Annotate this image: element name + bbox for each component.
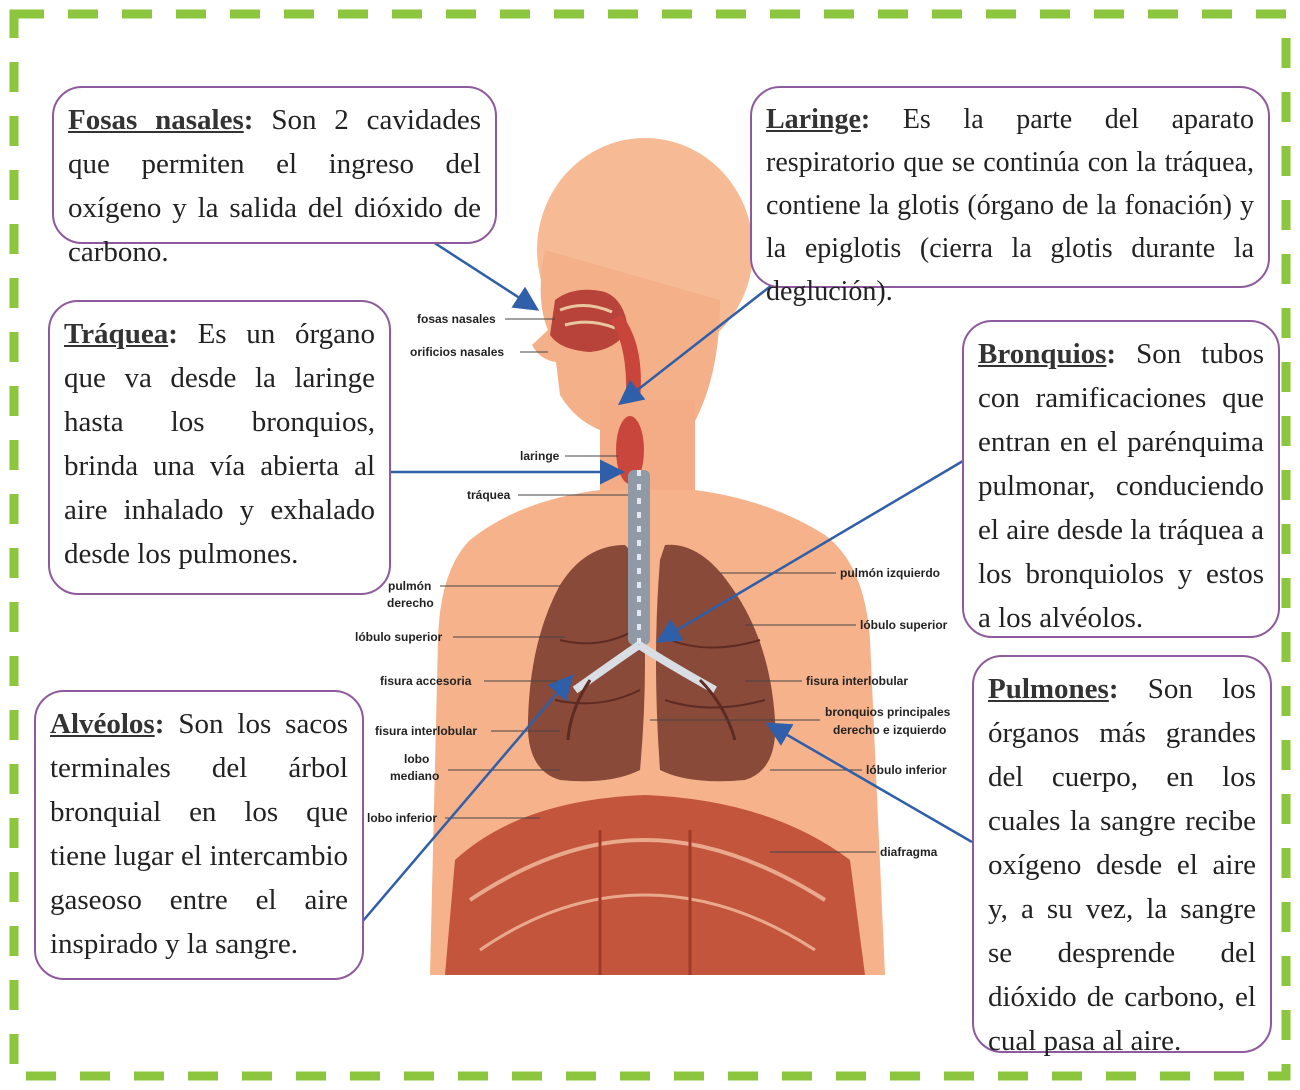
fosas-nasales-box: Fosas nasales: Son 2 cavidades que permi… (52, 86, 497, 268)
alveolos-box: Alvéolos: Son los sacos terminales del á… (34, 690, 364, 980)
pulmones-text: Son los órganos más grandes del cuerpo, … (988, 673, 1256, 1057)
pointer-arrows (361, 238, 973, 923)
bronquios-term: Bronquios (978, 338, 1107, 370)
label-fisura-accesoria: fisura accesoria (380, 674, 472, 688)
label-lobulo-inferior: lóbulo inferior (866, 763, 947, 777)
label-fisura-interlobular-left: fisura interlobular (375, 724, 477, 738)
arrow-laringe (618, 284, 773, 406)
label-lobo-inferior: lobo inferior (367, 811, 437, 825)
label-lobulo-superior-right: lóbulo superior (860, 618, 948, 632)
arrow-bronquios (655, 456, 969, 643)
label-fisura-interlobular-right: fisura interlobular (806, 674, 908, 688)
lungs (527, 544, 776, 782)
label-pulmon-izquierdo: pulmón izquierdo (840, 566, 940, 580)
label-lobulo-superior-left: lóbulo superior (355, 630, 443, 644)
diaphragm-muscles (445, 795, 865, 975)
arrow-pulmones (765, 722, 973, 844)
traquea-box: Tráquea: Es un órgano que va desde la la… (48, 300, 391, 595)
traquea-text: Es un órgano que va desde la laringe has… (64, 318, 375, 570)
laringe-text: Es la parte del aparato respiratorio que… (766, 104, 1255, 307)
label-traquea: tráquea (467, 488, 511, 502)
bronquios-text: Son tubos con ramificaciones que entran … (978, 338, 1264, 634)
label-lobo-mediano: lobo (404, 752, 429, 766)
laringe-term: Laringe (766, 104, 861, 135)
alveolos-term: Alvéolos (50, 708, 155, 740)
label-pulmon-derecho-2: derecho (387, 596, 434, 610)
laringe-box: Laringe: Es la parte del aparato respira… (750, 86, 1270, 307)
label-lobo-mediano-2: mediano (390, 769, 439, 783)
bronquios-box: Bronquios: Son tubos con ramificaciones … (962, 320, 1280, 638)
alveolos-text: Son los sacos terminales del árbol bronq… (50, 708, 348, 960)
trachea-bronchi (566, 470, 737, 741)
label-laringe: laringe (520, 449, 560, 463)
fosas-nasales-term: Fosas nasales (68, 104, 244, 136)
label-orificios-nasales: orificios nasales (410, 345, 504, 359)
traquea-term: Tráquea (64, 318, 169, 350)
label-diafragma: diafragma (880, 845, 938, 859)
arrow-alveolos (361, 674, 574, 923)
pulmones-term: Pulmones (988, 673, 1109, 705)
fosas-nasales-text: Son 2 cavidades que permiten el ingreso … (68, 104, 481, 268)
label-bronquios-principales: bronquios principales (825, 705, 951, 719)
label-pulmon-derecho: pulmón (388, 579, 431, 593)
label-fosas-nasales: fosas nasales (417, 312, 496, 326)
anatomy-labels: fosas nasales orificios nasales laringe … (355, 312, 951, 859)
pulmones-box: Pulmones: Son los órganos más grandes de… (972, 655, 1272, 1057)
label-bronquios-principales-2: derecho e izquierdo (833, 723, 946, 737)
arrow-fosas (429, 238, 540, 311)
